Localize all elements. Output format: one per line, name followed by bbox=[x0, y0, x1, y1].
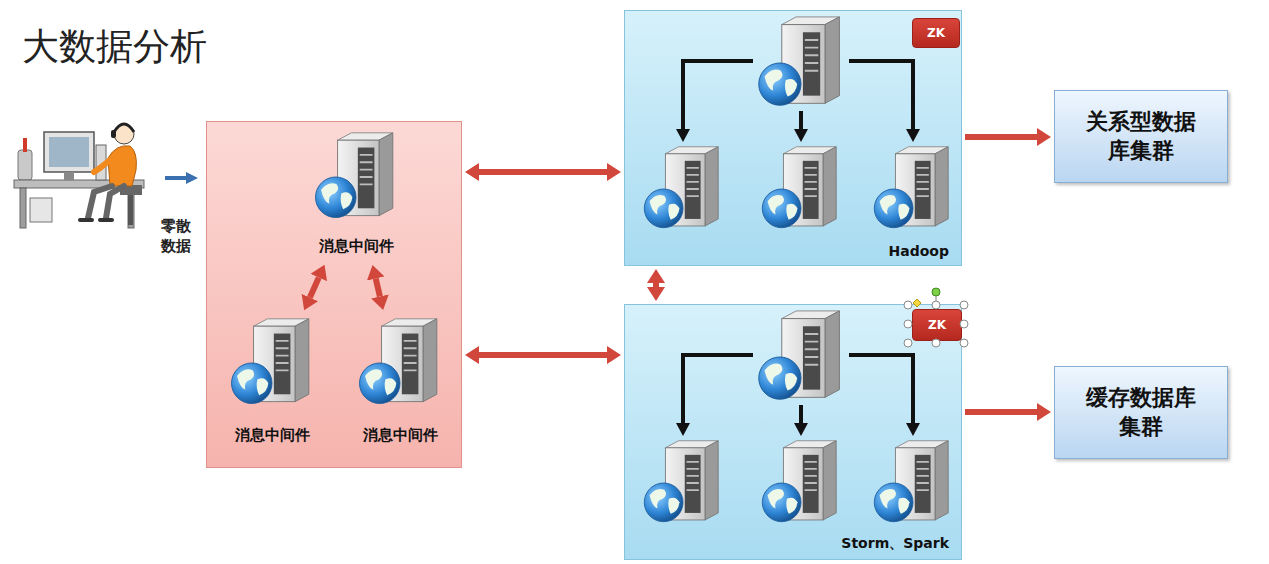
resize-handle bbox=[960, 320, 968, 328]
node-text: 消息中间件 bbox=[319, 237, 394, 256]
server-icons bbox=[625, 11, 963, 267]
server-icon bbox=[644, 441, 718, 522]
resize-handle bbox=[904, 320, 912, 328]
server-icon bbox=[759, 17, 840, 105]
database-cluster: 缓存数据库集群 bbox=[1054, 366, 1228, 459]
distribution-arrow bbox=[849, 61, 913, 129]
flow-connector bbox=[653, 283, 659, 287]
zookeeper-badge: ZK bbox=[912, 18, 960, 48]
node-text: ZK bbox=[927, 26, 945, 40]
hadoop-cluster: Hadoop ZK bbox=[624, 10, 962, 266]
middleware-server: 消息中间件 bbox=[291, 127, 421, 262]
flow-label: 零散数据 bbox=[160, 216, 192, 257]
server-icon bbox=[644, 147, 718, 228]
rotate-handle bbox=[932, 288, 940, 296]
distribution-arrow bbox=[849, 355, 913, 423]
node-text: 缓存数据库集群 bbox=[1084, 384, 1199, 441]
server-icon bbox=[762, 147, 836, 228]
flow-connector bbox=[965, 409, 1037, 415]
middleware-server: 消息中间件 bbox=[213, 313, 331, 451]
distribution-arrow bbox=[799, 405, 803, 423]
server-icon bbox=[874, 441, 948, 522]
resize-handle bbox=[960, 339, 968, 347]
server-icon bbox=[316, 133, 393, 218]
node-text: Hadoop bbox=[889, 243, 949, 259]
database-cluster: 关系型数据库集群 bbox=[1054, 90, 1228, 183]
resize-handle bbox=[932, 339, 940, 347]
flow-connector bbox=[310, 278, 319, 298]
server-icon bbox=[360, 319, 437, 404]
server-icon bbox=[759, 311, 840, 399]
node-text: 消息中间件 bbox=[363, 426, 438, 445]
node-text: 消息中间件 bbox=[235, 426, 310, 445]
server-icon bbox=[232, 319, 309, 404]
node-text: ZK bbox=[928, 318, 946, 332]
flow-connector bbox=[965, 134, 1037, 140]
node-text: 关系型数据库集群 bbox=[1084, 108, 1199, 165]
flow-connector bbox=[376, 279, 380, 297]
distribution-arrow bbox=[683, 355, 753, 423]
page-title: 大数据分析 bbox=[22, 22, 207, 72]
flow-connector bbox=[479, 169, 607, 175]
resize-handle bbox=[904, 339, 912, 347]
resize-handle bbox=[932, 301, 940, 309]
zookeeper-badge: ZK bbox=[912, 309, 962, 341]
distribution-arrow bbox=[683, 61, 753, 129]
resize-handle bbox=[904, 301, 912, 309]
person-at-desk bbox=[14, 124, 144, 228]
adjust-handle bbox=[913, 299, 921, 307]
flow-connector bbox=[479, 352, 607, 358]
distribution-arrow bbox=[799, 111, 803, 129]
middleware-server: 消息中间件 bbox=[341, 313, 459, 451]
middleware-cluster: 消息中间件消息中间件消息中间件 bbox=[206, 121, 462, 468]
server-icon bbox=[874, 147, 948, 228]
input-arrow bbox=[165, 176, 186, 180]
resize-handle bbox=[960, 301, 968, 309]
server-icon bbox=[762, 441, 836, 522]
node-text: Storm、Spark bbox=[841, 535, 949, 553]
